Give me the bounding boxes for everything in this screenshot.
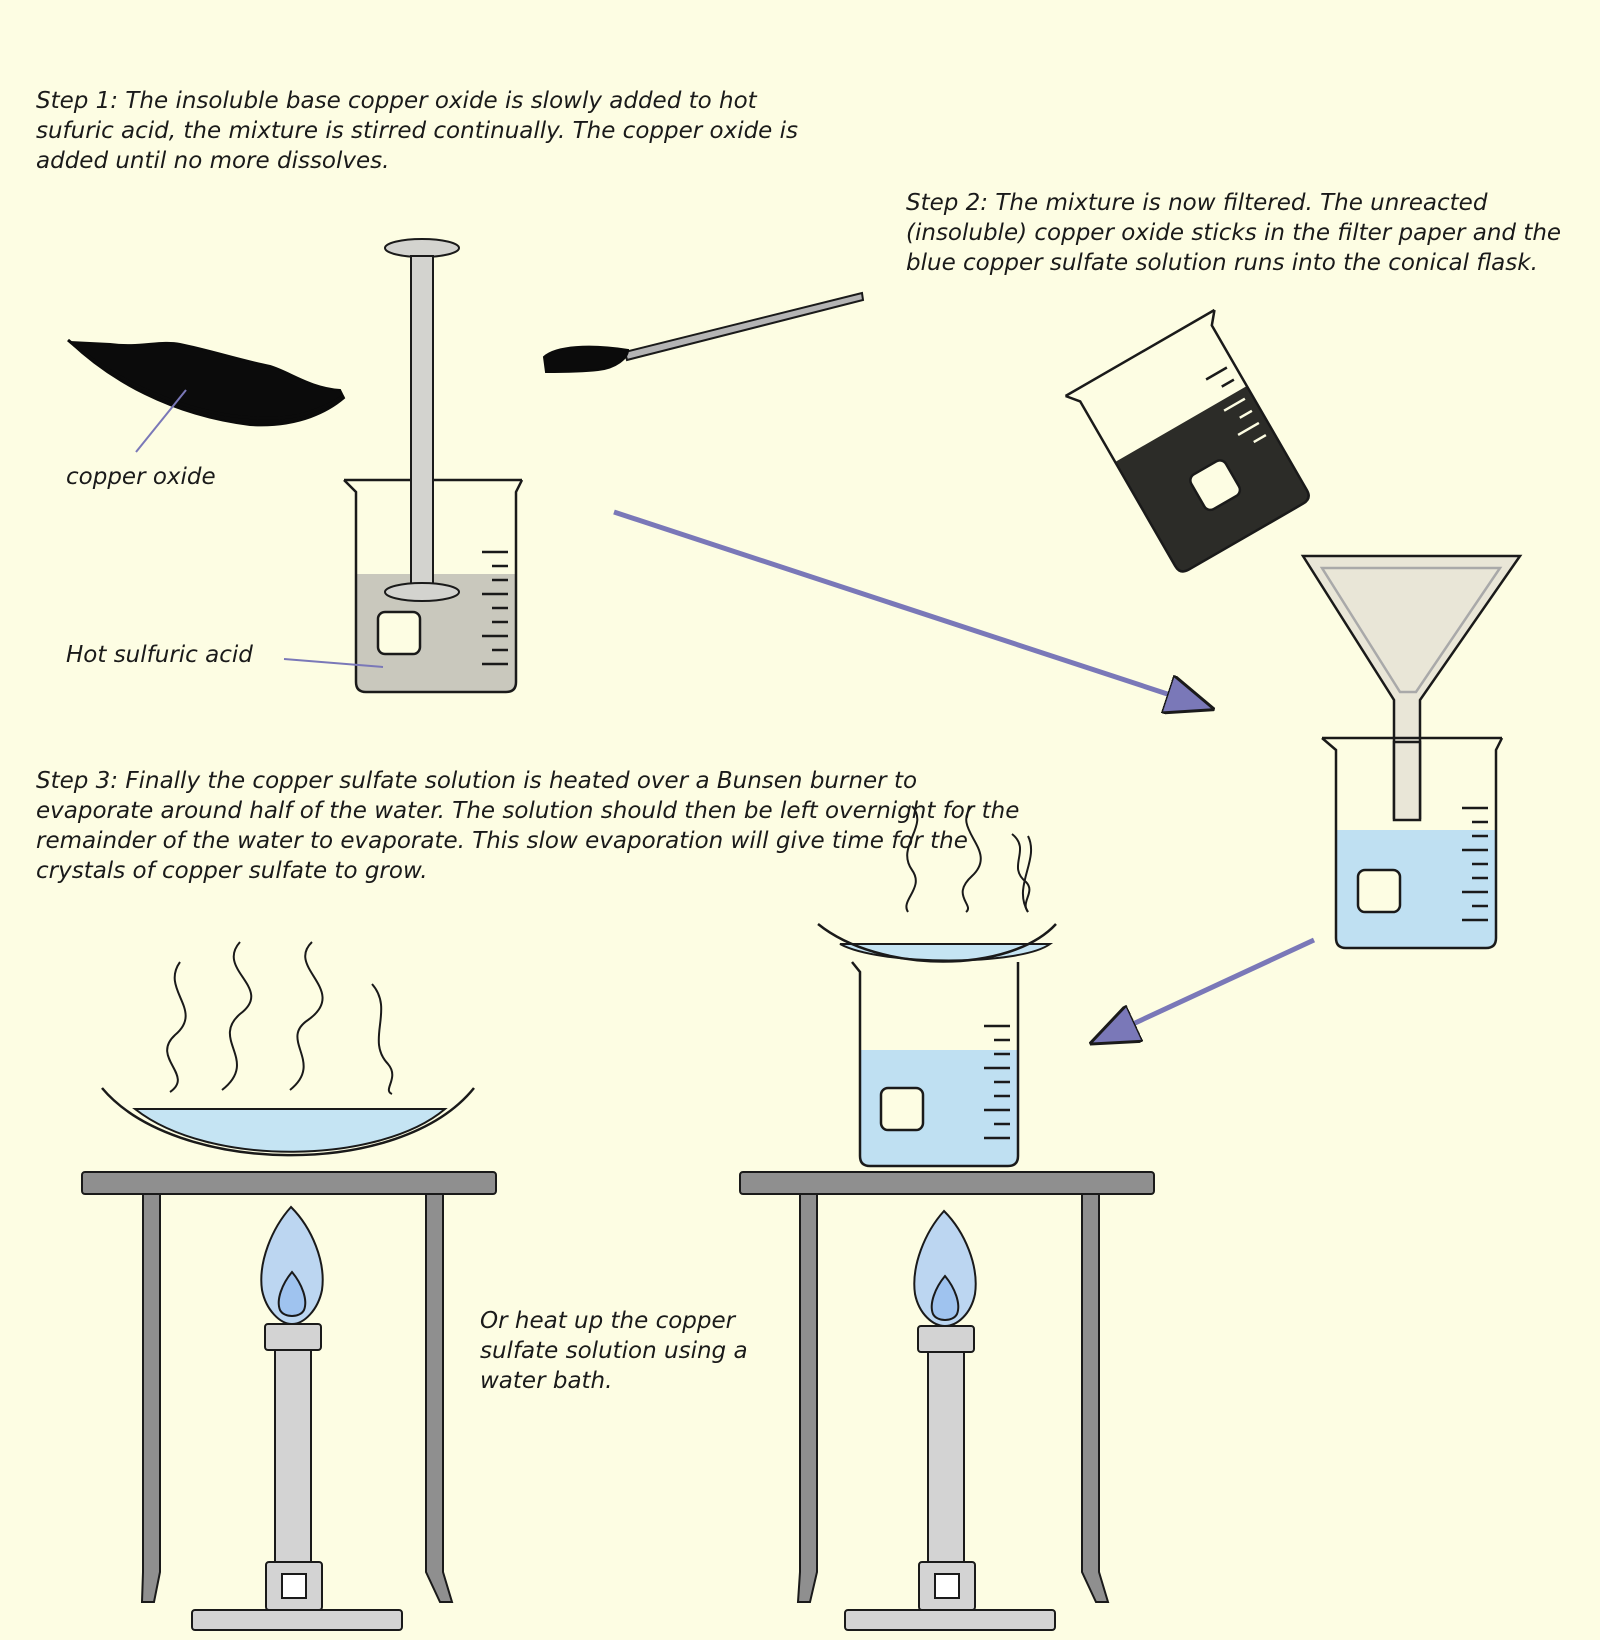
- spatula-with-copper-oxide: [542, 291, 865, 374]
- tripod-stand-left: [81, 1171, 497, 1603]
- evaporating-basin-right: [817, 923, 1057, 963]
- stirring-rod: [384, 238, 460, 602]
- bunsen-burner-right: [844, 1209, 1056, 1631]
- copper-oxide-label: copper oxide: [66, 464, 216, 490]
- beaker-hot-sulfuric-acid: [343, 478, 524, 694]
- step3-text: Step 3: Finally the copper sulfate solut…: [36, 768, 1020, 884]
- step1-text: Step 1: The insoluble base copper oxide …: [36, 88, 799, 174]
- copper-oxide-pile: [67, 338, 346, 427]
- pouring-beaker: [1064, 308, 1310, 573]
- arrow-step2-to-step3: [1094, 937, 1316, 1042]
- beaker-copper-sulfate: [1321, 736, 1504, 950]
- step2-text: Step 2: The mixture is now filtered. The…: [906, 190, 1562, 276]
- graduation-marks: [482, 550, 508, 666]
- evaporating-basin-left: [101, 1087, 475, 1157]
- tripod-stand-right: [739, 1171, 1155, 1603]
- water-bath-note: Or heat up the copper sulfate solution u…: [480, 1308, 748, 1394]
- steam-wisps-left: [166, 941, 394, 1095]
- acid-leader-line: [283, 658, 384, 668]
- hot-sulfuric-acid-label: Hot sulfuric acid: [66, 642, 253, 668]
- steam-wisps-right: [905, 805, 1033, 913]
- copper-oxide-leader-line: [135, 389, 187, 453]
- arrow-step1-to-step2: [613, 509, 1210, 708]
- water-bath-beaker: [851, 961, 1020, 1168]
- bunsen-burner-left: [191, 1205, 403, 1631]
